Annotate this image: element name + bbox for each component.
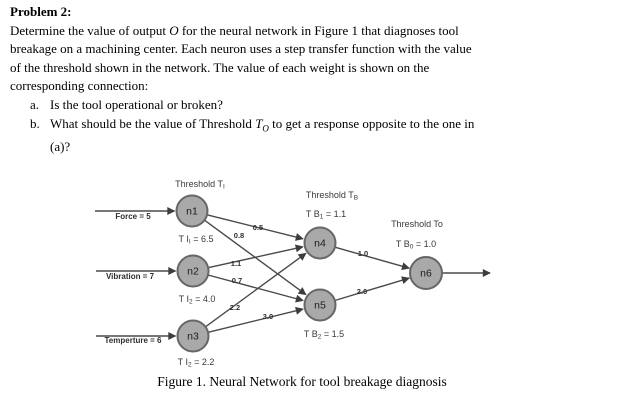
figure-caption: Figure 1. Neural Network for tool breaka… bbox=[157, 374, 447, 389]
weight-n3-n4: 2.2 bbox=[229, 303, 241, 312]
threshold-tb-title: Threshold TB bbox=[305, 189, 359, 202]
weight-n3-n5: 3.0 bbox=[262, 311, 274, 321]
problem-title: Problem 2: bbox=[10, 4, 72, 19]
question-a: a. Is the tool operational or broken? bbox=[10, 96, 474, 115]
problem-line-1: Determine the value of output O for the … bbox=[10, 22, 474, 41]
problem-statement: Problem 2: Determine the value of output… bbox=[10, 3, 474, 156]
neuron-n6 bbox=[409, 256, 443, 290]
neuron-n5-label: n5 bbox=[314, 300, 326, 312]
threshold-tb0-value: T B0 = 1.0 bbox=[395, 238, 437, 251]
question-b-text: What should be the value of Threshold TO… bbox=[50, 115, 474, 138]
edge-n3-n5 bbox=[207, 306, 304, 333]
edge-n5-n6 bbox=[334, 276, 410, 302]
weight-n1-n4: 0.5 bbox=[252, 222, 264, 232]
question-b-continuation: (a)? bbox=[50, 138, 71, 154]
weight-n2-n4: 1.1 bbox=[230, 259, 242, 268]
problem-line-4: corresponding connection: bbox=[10, 78, 149, 94]
problem-text: for the neural network in Figure 1 that … bbox=[178, 22, 459, 38]
variable-T: T bbox=[255, 115, 263, 131]
input-label-temperature: Temperture = 6 bbox=[104, 336, 162, 345]
edge-n3-n4 bbox=[205, 252, 307, 328]
threshold-tb1-value: T B1 = 1.1 bbox=[305, 208, 347, 221]
edge-n4-n6 bbox=[334, 246, 410, 271]
neuron-n6-label: n6 bbox=[420, 268, 432, 280]
problem-line-2: breakage on a machining center. Each neu… bbox=[10, 41, 472, 57]
variable-O: O bbox=[169, 22, 179, 38]
neuron-n1 bbox=[175, 194, 209, 228]
edge-n1-n4 bbox=[206, 214, 304, 241]
weight-n2-n5: 0.7 bbox=[231, 275, 243, 285]
threshold-ti-title: Threshold TI bbox=[175, 178, 225, 191]
variable-T-subscript: O bbox=[262, 123, 269, 134]
edge-n2-n4 bbox=[207, 244, 304, 269]
weight-n1-n5: 0.8 bbox=[233, 231, 245, 240]
input-label-force: Force = 5 bbox=[115, 212, 151, 221]
neuron-n4-label: n4 bbox=[314, 238, 326, 250]
problem-text: Determine the value of output bbox=[10, 22, 170, 38]
threshold-tb2-value: T B2 = 1.5 bbox=[303, 328, 345, 341]
neuron-n3 bbox=[176, 319, 210, 353]
neuron-n2 bbox=[176, 254, 210, 288]
input-label-vibration: Vibration = 7 bbox=[105, 272, 155, 281]
edge-n2-n5 bbox=[207, 274, 304, 303]
neuron-n4 bbox=[303, 226, 337, 260]
question-a-marker: a. bbox=[30, 96, 40, 112]
question-a-text: Is the tool operational or broken? bbox=[50, 96, 223, 112]
neuron-n1-label: n1 bbox=[186, 206, 198, 218]
threshold-ti3-value: T I2 = 2.2 bbox=[177, 356, 215, 369]
weight-n5-n6: 2.0 bbox=[356, 286, 368, 296]
neuron-n5 bbox=[303, 288, 337, 322]
threshold-ti2-value: T I2 = 4.0 bbox=[178, 293, 216, 306]
neuron-n2-label: n2 bbox=[187, 266, 199, 278]
problem-text: What should be the value of Threshold bbox=[50, 115, 256, 131]
problem-text: to get a response opposite to the one in bbox=[268, 115, 475, 131]
threshold-ti1-value: T II = 6.5 bbox=[178, 233, 214, 246]
weight-n4-n6: 1.0 bbox=[357, 248, 369, 258]
question-b-marker: b. bbox=[30, 115, 40, 131]
neuron-n3-label: n3 bbox=[187, 331, 199, 343]
question-b: b. What should be the value of Threshold … bbox=[10, 115, 474, 138]
problem-line-3: of the threshold shown in the network. T… bbox=[10, 59, 430, 75]
threshold-to-title: Threshold To bbox=[391, 218, 443, 229]
